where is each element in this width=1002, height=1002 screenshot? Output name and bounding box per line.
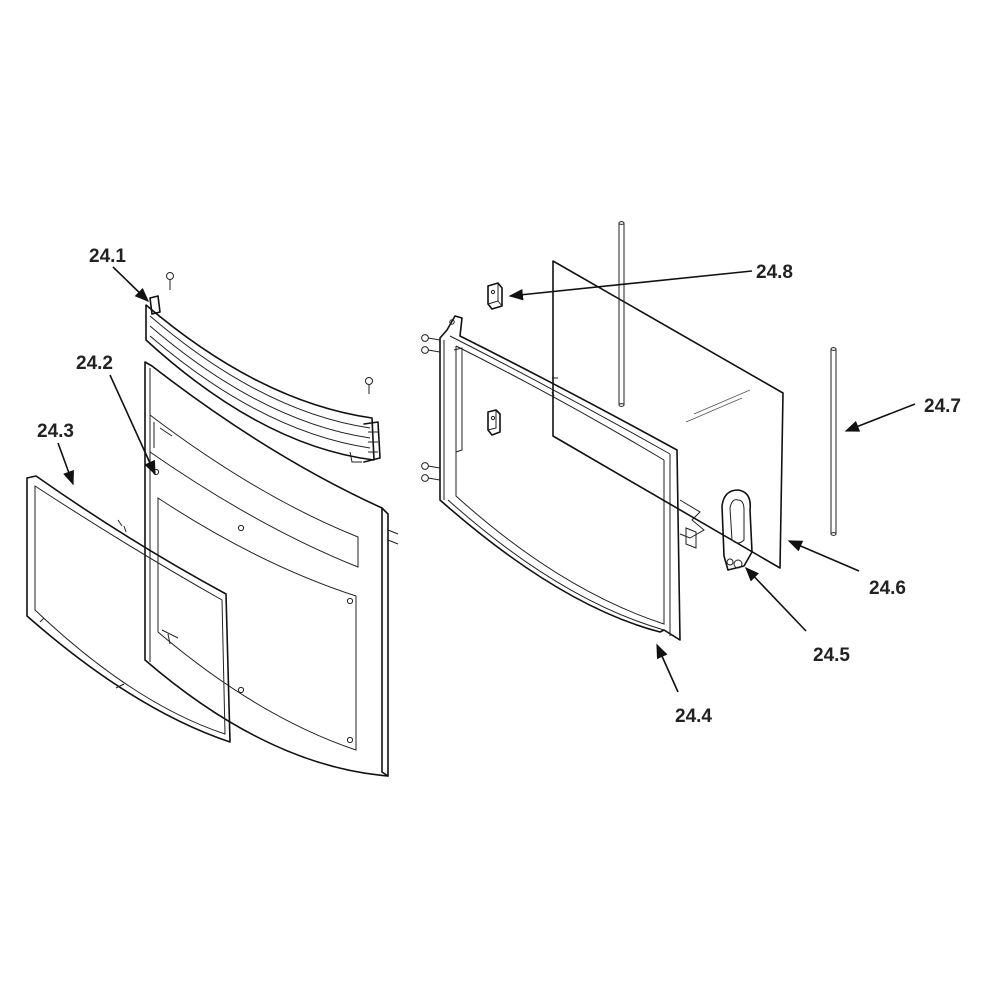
- callout-24-4: 24.4: [675, 706, 712, 727]
- leader-24-2: [109, 374, 156, 476]
- screws-24-4-upper: [421, 334, 441, 354]
- callout-24-7: 24.7: [924, 396, 961, 417]
- leader-24-5: [745, 566, 807, 632]
- callout-24-1: 24.1: [89, 246, 126, 267]
- leader-24-8: [508, 270, 753, 301]
- leader-24-4: [656, 643, 679, 693]
- leader-24-7: [844, 403, 916, 432]
- screw-24-1-right: [365, 377, 373, 394]
- part-24-5-latch: [721, 489, 753, 571]
- part-24-7-rod-right: [830, 347, 837, 536]
- part-24-2-front-surround: [144, 361, 399, 777]
- callout-24-6: 24.6: [869, 578, 906, 599]
- leader-24-1: [112, 266, 150, 303]
- callout-24-5: 24.5: [813, 645, 850, 666]
- part-24-1-trim-bar: [145, 295, 381, 463]
- part-24-3-outer-frame: [26, 475, 231, 743]
- leader-24-6: [787, 540, 860, 572]
- part-24-8-clip-upper: [487, 282, 503, 310]
- part-24-6-glass-panel: [552, 260, 784, 569]
- leader-24-3: [57, 442, 74, 486]
- part-24-7-rod-left: [618, 221, 625, 407]
- screw-24-1-left: [166, 272, 174, 290]
- part-24-4-door-frame: [439, 315, 705, 641]
- callout-24-2: 24.2: [76, 353, 113, 374]
- screws-24-4-lower: [421, 462, 441, 482]
- callout-24-8: 24.8: [756, 262, 793, 283]
- callout-24-3: 24.3: [37, 421, 74, 442]
- part-24-8-clip-lower: [487, 409, 501, 436]
